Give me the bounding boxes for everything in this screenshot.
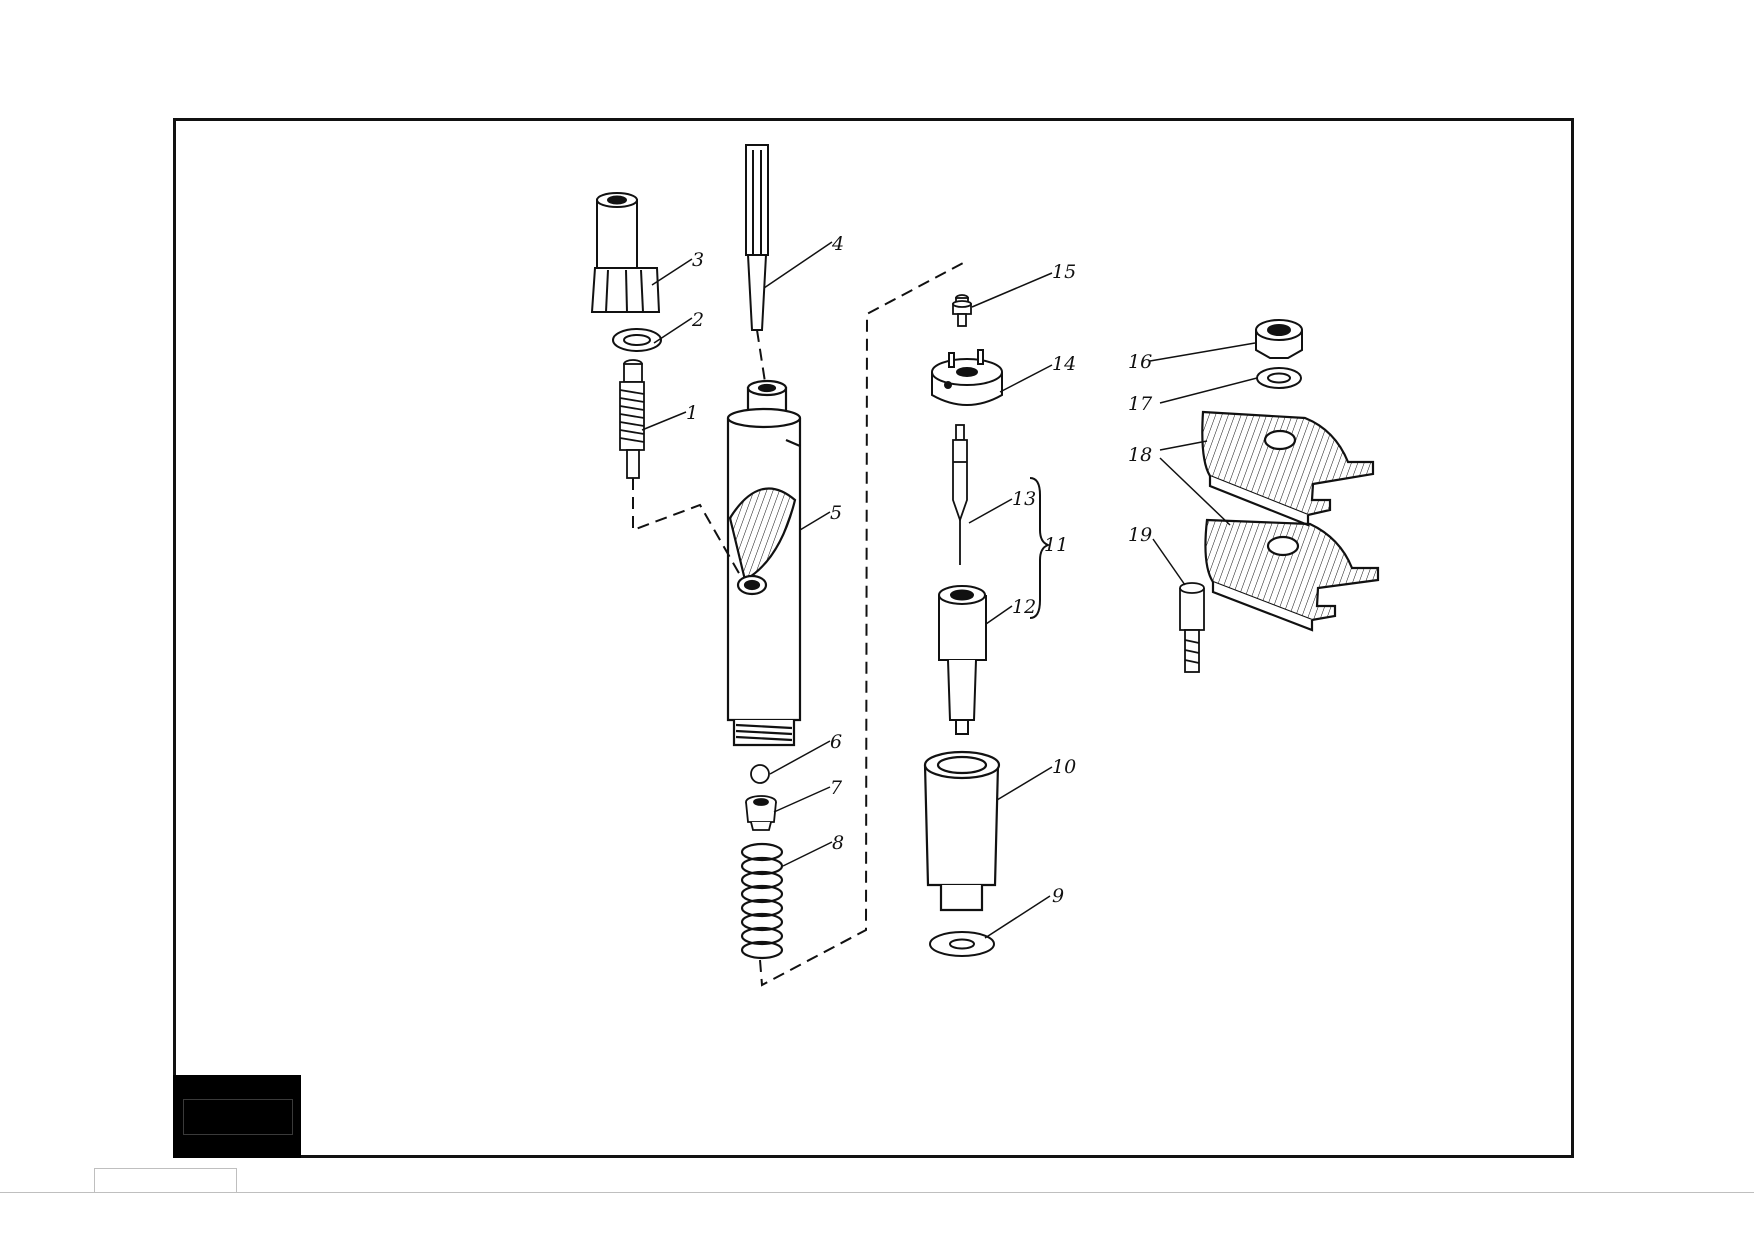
callout-6: 6 <box>830 731 842 753</box>
part-16-nut <box>1255 319 1303 359</box>
callout-3: 3 <box>692 249 704 271</box>
callout-13: 13 <box>1012 488 1036 510</box>
callout-10: 10 <box>1052 756 1076 778</box>
part-14-spacer <box>931 349 1003 406</box>
part-13-needle <box>952 424 968 565</box>
footer-rule <box>0 1192 1754 1193</box>
callout-17: 17 <box>1128 393 1153 415</box>
part-2-washer <box>612 328 662 352</box>
leader-lines <box>641 241 1258 939</box>
part-12-nozzle-body <box>938 585 987 735</box>
part-11-brace <box>1029 477 1051 619</box>
part-10-nozzle-nut <box>923 750 1001 912</box>
callout-15: 15 <box>1052 261 1076 283</box>
callout-9: 9 <box>1052 885 1064 907</box>
part-3-union-nut <box>590 192 661 313</box>
callout-14: 14 <box>1052 353 1076 375</box>
part-7-spring-seat <box>745 795 777 831</box>
part-15-fitting <box>952 294 972 327</box>
corner-black-block <box>173 1075 301 1158</box>
part-18-clamp-plate-lower <box>1204 518 1380 632</box>
assembly-dashed-lines <box>632 262 964 987</box>
callout-16: 16 <box>1128 351 1152 373</box>
callout-7: 7 <box>830 777 843 799</box>
part-18-clamp-plate-upper <box>1201 410 1375 527</box>
footer-tab <box>94 1168 237 1193</box>
part-8-spring <box>740 842 784 960</box>
part-5-injector-body <box>726 379 802 747</box>
callout-11: 11 <box>1044 534 1068 556</box>
callout-12: 12 <box>1012 596 1036 618</box>
part-19-stud <box>1179 582 1205 673</box>
callout-8: 8 <box>832 832 844 854</box>
callout-1: 1 <box>686 402 698 424</box>
part-6-ball <box>750 764 770 784</box>
callout-19: 19 <box>1128 524 1152 546</box>
callout-4: 4 <box>831 233 844 255</box>
callout-labels: 3 2 1 4 5 6 7 8 15 14 13 11 12 10 9 16 1… <box>686 233 1153 907</box>
callout-18: 18 <box>1128 444 1152 466</box>
callout-2: 2 <box>691 309 704 331</box>
callout-5: 5 <box>830 502 842 524</box>
corner-block-inner-rect <box>183 1099 293 1135</box>
part-1-threaded-stud <box>619 359 645 479</box>
part-17-washer <box>1256 367 1302 389</box>
diagram-frame <box>173 118 1574 1158</box>
part-9-sealing-washer <box>929 931 995 957</box>
part-4-rod <box>745 144 769 331</box>
